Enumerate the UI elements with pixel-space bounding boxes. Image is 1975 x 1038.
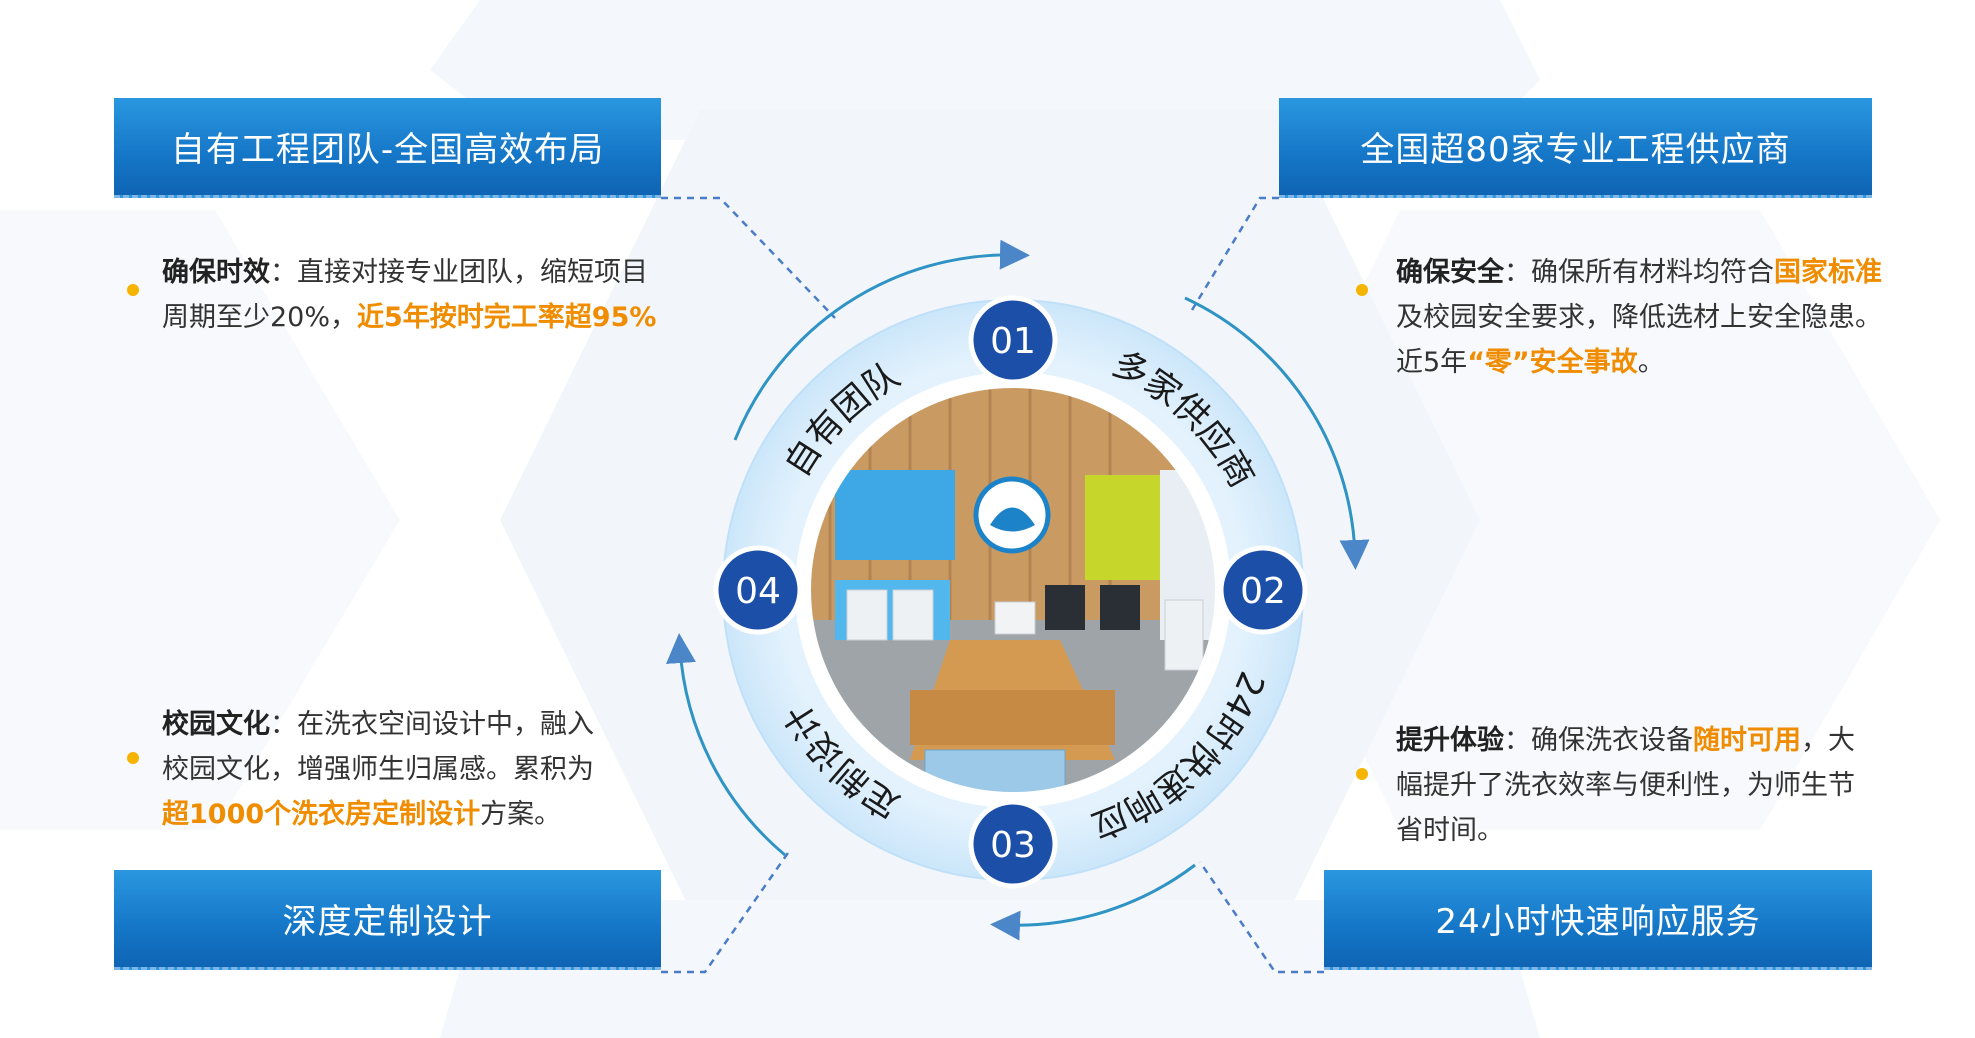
bullet-bottom-right (1356, 768, 1368, 780)
colon: ： (270, 709, 297, 740)
text-bl-line2: 校园文化，增强师生归属感。累积为 (162, 754, 594, 785)
highlight-br: 随时可用 (1693, 725, 1801, 756)
title-box-bottom-left: 深度定制设计 (114, 870, 661, 970)
badge-number-04: 04 (735, 571, 781, 612)
badge-number-03: 03 (990, 825, 1036, 866)
text-bl-line1: 在洗衣空间设计中，融入 (297, 709, 594, 740)
text-tr-line1: 确保所有材料均符合 (1531, 257, 1774, 288)
text-bottom-right: 提升体验：确保洗衣设备随时可用，大 幅提升了洗衣效率与便利性，为师生节 省时间。 (1396, 718, 1916, 853)
highlight-tr-2: “零”安全事故 (1467, 347, 1638, 378)
bullet-bottom-left (127, 752, 139, 764)
badge-02: 02 (1218, 545, 1308, 635)
text-bl-line3: 方案。 (480, 799, 562, 830)
text-bottom-left: 校园文化：在洗衣空间设计中，融入 校园文化，增强师生归属感。累积为 超1000个… (162, 702, 722, 837)
text-tr-line2: 及校园安全要求，降低选材上安全隐患。 (1396, 302, 1882, 333)
text-tl-line1: 直接对接专业团队，缩短项目 (297, 257, 648, 288)
highlight-tr-1: 国家标准 (1774, 257, 1882, 288)
laundry-room-photo (808, 385, 1218, 795)
highlight-bl: 超1000个洗衣房定制设计 (162, 799, 481, 830)
text-br-line2: 幅提升了洗衣效率与便利性，为师生节 (1396, 770, 1855, 801)
text-br-line3: 省时间。 (1396, 815, 1504, 846)
connector-top-left (661, 196, 836, 319)
title-bottom-right: 24小时快速响应服务 (1435, 902, 1761, 942)
title-box-top-right: 全国超80家专业工程供应商 (1279, 98, 1872, 198)
bullet-top-left (127, 284, 139, 296)
title-top-right: 全国超80家专业工程供应商 (1360, 130, 1791, 170)
key-bottom-left: 校园文化 (162, 709, 270, 740)
connector-top-right (1190, 196, 1279, 311)
connector-bottom-right (1198, 861, 1324, 974)
key-bottom-right: 提升体验 (1396, 725, 1504, 756)
text-tr-line3: 近5年 (1396, 347, 1468, 378)
title-box-top-left: 自有工程团队-全国高效布局 (114, 98, 661, 198)
badge-number-01: 01 (990, 321, 1036, 362)
bullet-top-right (1356, 284, 1368, 296)
colon: ： (1504, 257, 1531, 288)
colon: ： (1504, 725, 1531, 756)
badge-number-02: 02 (1240, 571, 1286, 612)
highlight-tl: 近5年按时完工率超95% (357, 302, 657, 333)
badge-03: 03 (968, 799, 1058, 889)
colon: ： (270, 257, 297, 288)
arrow-arc-right (1184, 296, 1370, 570)
title-top-left: 自有工程团队-全国高效布局 (170, 130, 605, 170)
key-top-right: 确保安全 (1396, 257, 1504, 288)
text-top-left: 确保时效：直接对接专业团队，缩短项目 周期至少20%，近5年按时完工率超95% (162, 250, 722, 340)
text-top-right: 确保安全：确保所有材料均符合国家标准 及校园安全要求，降低选材上安全隐患。 近5… (1396, 250, 1916, 385)
arrow-arc-left (666, 633, 786, 857)
text-br-line1: 确保洗衣设备 (1531, 725, 1693, 756)
text-tl-line2: 周期至少20%， (162, 302, 358, 333)
connector-bottom-left (661, 849, 792, 974)
period: 。 (1637, 347, 1665, 378)
title-bottom-left: 深度定制设计 (282, 902, 493, 942)
arrow-arc-top (733, 239, 1030, 441)
arrow-arc-bottom (990, 863, 1196, 941)
badge-04: 04 (713, 545, 803, 635)
title-box-bottom-right: 24小时快速响应服务 (1324, 870, 1872, 970)
badge-01: 01 (968, 295, 1058, 385)
key-top-left: 确保时效 (162, 257, 270, 288)
text-br-line1-end: ，大 (1801, 725, 1855, 756)
